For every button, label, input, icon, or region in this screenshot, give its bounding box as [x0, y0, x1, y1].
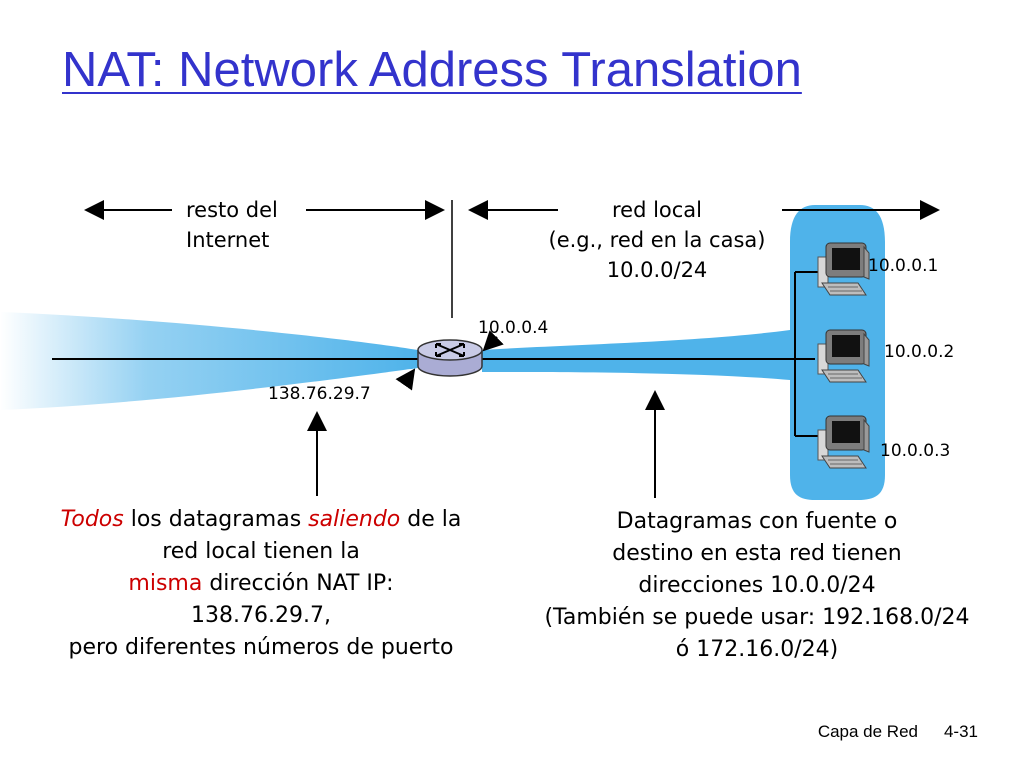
page-number: 4-31	[943, 722, 978, 741]
host3-ip: 10.0.0.3	[880, 441, 951, 461]
router-inside-ip: 10.0.0.4	[478, 318, 549, 338]
desktop-computer-icon	[817, 329, 870, 383]
right-caption-line: Datagramas con fuente o	[616, 509, 898, 534]
footer-section: Capa de Red	[817, 722, 918, 741]
caption-text: los datagramas	[123, 507, 309, 532]
desktop-computer-icon	[817, 415, 870, 469]
internet-label-line: resto del	[186, 198, 278, 222]
host2-ip: 10.0.0.2	[884, 342, 955, 362]
right-caption-line: direcciones 10.0.0/24	[638, 573, 876, 598]
highlight-word: saliendo	[308, 507, 401, 532]
left-caption: Todos los datagramas saliendo de la red …	[14, 504, 508, 664]
local-label-line: red local	[611, 198, 703, 222]
left-caption-line: Todos los datagramas saliendo de la	[14, 504, 508, 536]
internet-link-band	[0, 312, 418, 410]
router-outside-ip: 138.76.29.7	[268, 384, 371, 404]
page-title: NAT: Network Address Translation	[62, 43, 802, 97]
local-label-line: (e.g., red en la casa)	[548, 228, 766, 252]
host1-ip: 10.0.0.1	[868, 256, 939, 276]
internet-label: resto del Internet	[186, 195, 278, 255]
highlight-word: misma	[128, 571, 203, 596]
arrow-inside-ip	[482, 330, 504, 352]
arrow-outside-ip	[395, 368, 416, 391]
right-caption: Datagramas con fuente o destino en esta …	[512, 506, 1002, 666]
left-caption-line: 138.76.29.7,	[191, 603, 331, 628]
right-caption-line: ó 172.16.0/24)	[675, 637, 839, 662]
right-caption-line: destino en esta red tienen	[612, 541, 902, 566]
left-caption-line: red local tienen la	[162, 539, 360, 564]
router-icon	[417, 339, 483, 377]
highlight-word: Todos	[60, 507, 124, 532]
caption-text: de la	[400, 507, 462, 532]
left-caption-line: pero diferentes números de puerto	[68, 635, 454, 660]
local-network-band	[482, 205, 885, 500]
right-caption-line: (También se puede usar: 192.168.0/24	[544, 605, 970, 630]
caption-text: dirección NAT IP:	[202, 571, 394, 596]
left-caption-line: misma dirección NAT IP:	[14, 568, 508, 600]
desktop-computer-icon	[817, 242, 870, 296]
local-label-line: 10.0.0/24	[606, 258, 708, 282]
local-network-label: red local (e.g., red en la casa) 10.0.0/…	[512, 195, 802, 285]
internet-label-line: Internet	[186, 228, 270, 252]
